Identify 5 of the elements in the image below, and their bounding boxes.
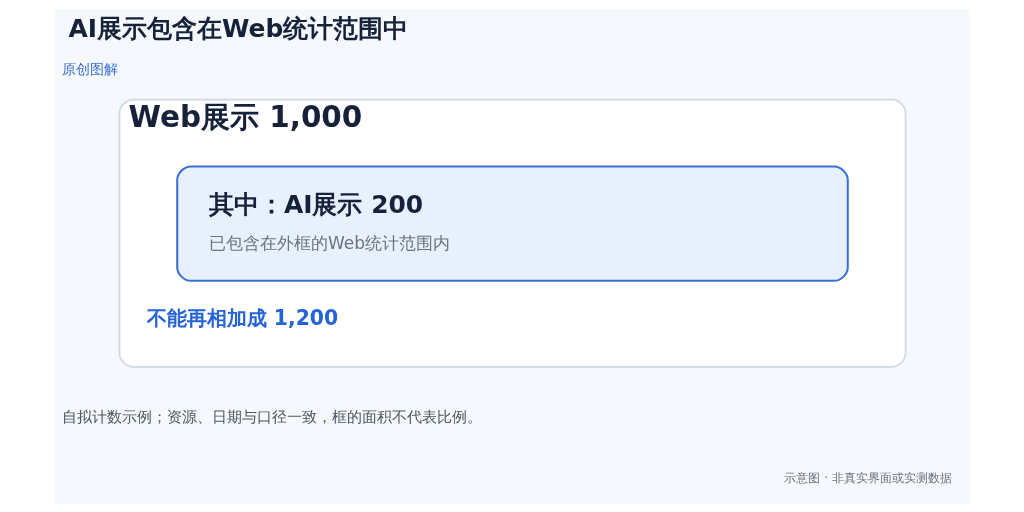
label: 自拟计数示例；资源、日期与口径一致，框的面积不代表比例。 (61, 407, 482, 425)
label: 示意图 · 非真实界面或实测数据 (783, 469, 952, 485)
diagram-title: AI展示包含在Web统计范围中 (67, 13, 408, 43)
label: 原创图解 (61, 60, 118, 77)
node-box: 其中：AI展示 200 已包含在外框的Web统计范围内 (175, 164, 849, 282)
